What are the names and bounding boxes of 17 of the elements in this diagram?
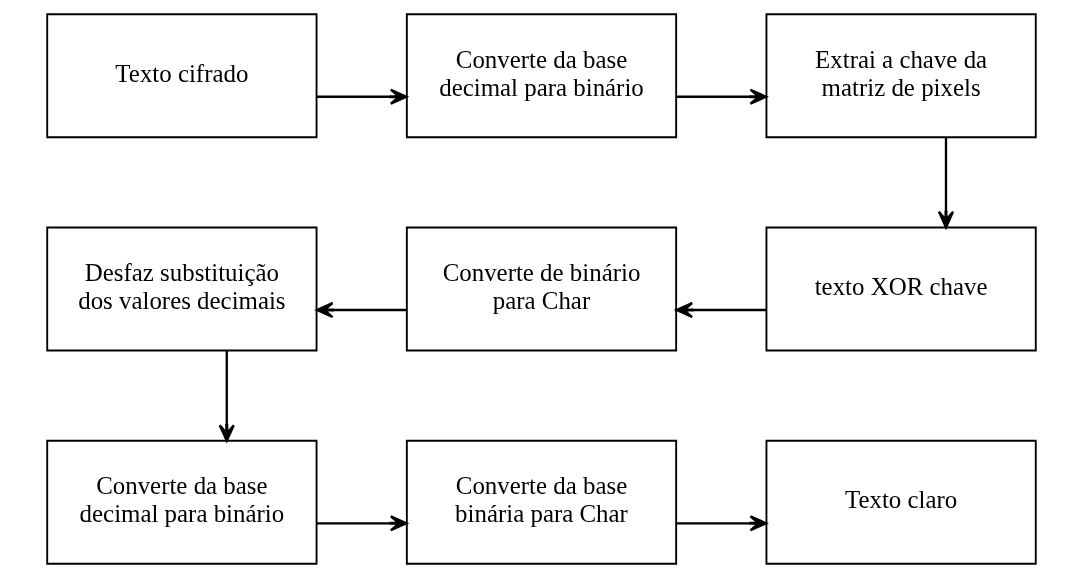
arrow: [218, 350, 235, 442]
node-box: texto XOR chave: [765, 226, 1037, 352]
arrow: [675, 88, 767, 105]
node-box: Converte de binário para Char: [405, 226, 677, 352]
node-box: Converte da base decimal para binário: [45, 439, 317, 565]
arrow: [316, 88, 408, 105]
arrow: [315, 301, 407, 319]
arrow: [937, 137, 954, 229]
node-box: Texto cifrado: [45, 13, 317, 139]
arrow: [675, 515, 767, 532]
node-box: Converte da base decimal para binário: [405, 13, 677, 139]
arrow: [316, 515, 408, 532]
node-box: Desfaz substituição dos valores decimais: [45, 226, 317, 352]
node-box: Extrai a chave da matriz de pixels: [765, 13, 1037, 139]
node-box: Converte da base binária para Char: [405, 439, 677, 565]
arrow: [674, 301, 766, 319]
node-box: Texto claro: [765, 439, 1037, 565]
